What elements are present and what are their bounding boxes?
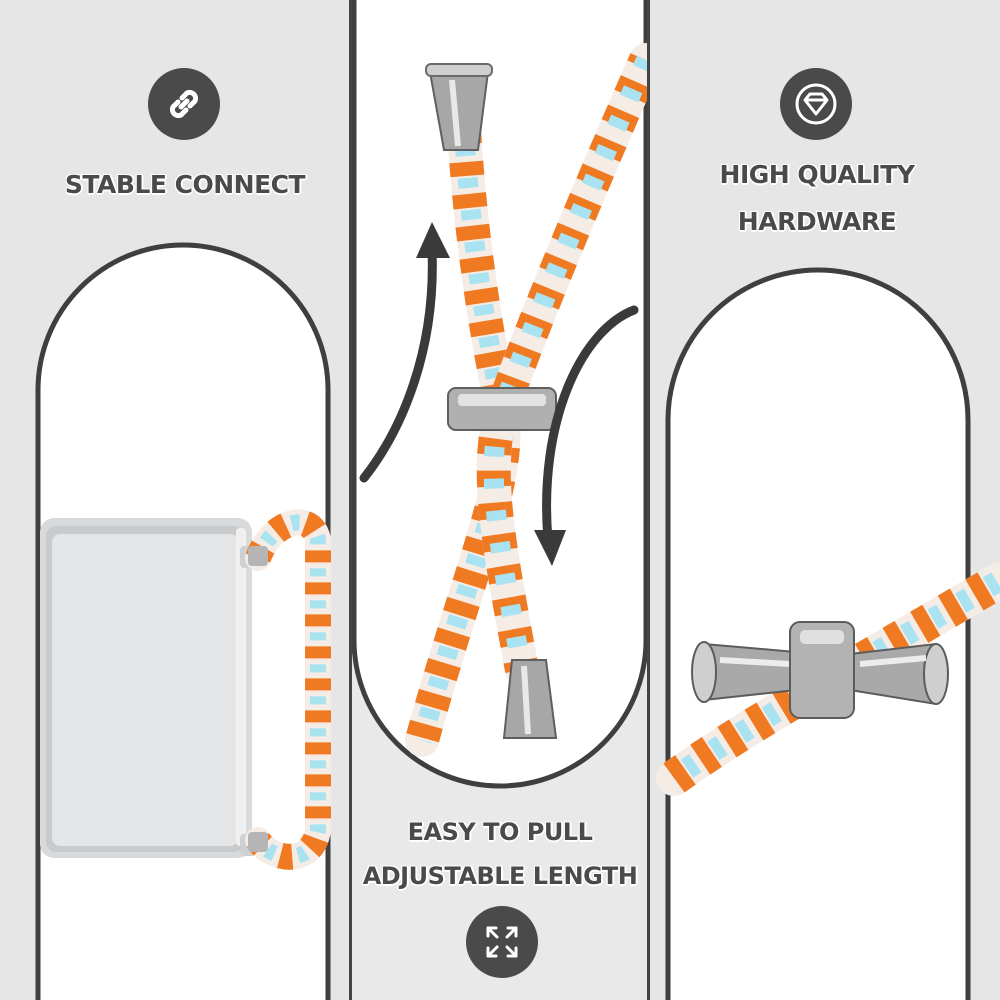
diamond-icon — [795, 83, 837, 125]
diamond-icon-badge — [780, 68, 852, 140]
expand-arrows-icon — [486, 926, 518, 958]
divider-right — [647, 0, 650, 1000]
caption-hardware: HARDWARE — [737, 207, 897, 236]
hardware-closeup-illustration — [656, 267, 1000, 1000]
caption-stable-connect: STABLE CONNECT — [64, 170, 306, 199]
panel-high-quality-hardware: HIGH QUALITY HARDWARE — [650, 0, 1000, 1000]
divider-left — [349, 0, 352, 1000]
phone-case-illustration — [35, 242, 331, 1000]
link-icon-badge — [148, 68, 220, 140]
rope-loop — [245, 509, 331, 870]
caption-easy-to-pull: EASY TO PULL — [407, 818, 593, 846]
expand-icon-badge — [466, 906, 538, 978]
link-icon — [169, 89, 199, 119]
caption-adjustable-length: ADJUSTABLE LENGTH — [362, 862, 638, 890]
panel-adjustable-length: EASY TO PULL ADJUSTABLE LENGTH — [352, 0, 648, 1000]
caption-high-quality: HIGH QUALITY — [719, 160, 915, 189]
panel-stable-connect: STABLE CONNECT — [0, 0, 350, 1000]
rope-slider-illustration — [352, 0, 648, 789]
